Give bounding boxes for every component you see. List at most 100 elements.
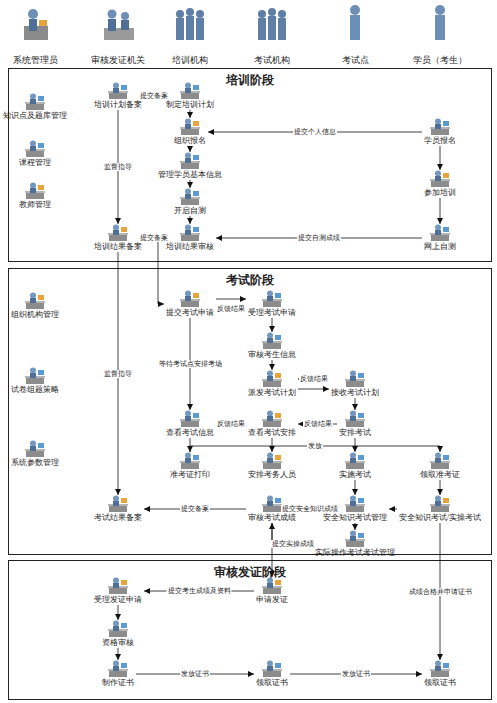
activity-node: 接收考试计划 xyxy=(329,370,381,398)
person-body xyxy=(185,230,191,235)
monitor xyxy=(121,227,127,232)
person-head xyxy=(267,661,273,667)
monitor xyxy=(275,663,281,668)
edge-label: 发放 xyxy=(307,442,323,450)
edge-label: 监督指导 xyxy=(103,163,133,171)
desk xyxy=(431,180,449,187)
person-head xyxy=(435,496,441,502)
desk xyxy=(263,300,281,307)
edge-label: 成绩合格并申请证书 xyxy=(408,588,473,596)
person-body xyxy=(113,626,119,631)
person-body xyxy=(350,416,356,421)
activity-icon xyxy=(107,577,129,595)
person-head xyxy=(113,621,119,627)
activity-node: 提交考试申请 xyxy=(164,290,216,318)
activity-icon xyxy=(261,410,283,428)
person-head xyxy=(185,411,191,417)
activity-icon xyxy=(344,495,366,513)
monitor xyxy=(358,533,364,538)
monitor xyxy=(275,455,281,460)
person-body xyxy=(350,536,356,541)
edge-label: 反馈结果 xyxy=(216,420,246,428)
activity-label: 参加培训 xyxy=(422,188,458,197)
activity-node: 课程管理 xyxy=(17,140,53,168)
activity-node: 领取证书 xyxy=(422,660,458,688)
person-body xyxy=(185,158,191,163)
monitor xyxy=(443,663,449,668)
monitor xyxy=(193,155,199,160)
activity-label: 受理考试申请 xyxy=(246,308,298,317)
desk xyxy=(109,92,127,99)
activity-label: 领取证书 xyxy=(422,678,458,687)
monitor xyxy=(443,455,449,460)
desk xyxy=(263,505,281,512)
person-head xyxy=(267,411,273,417)
activity-label: 培训结果审核 xyxy=(164,242,216,251)
person-head xyxy=(435,119,441,125)
monitor xyxy=(275,293,281,298)
activity-label: 安全知识考试/实操考试 xyxy=(397,513,483,522)
activity-label: 准考证打印 xyxy=(168,470,212,479)
activity-node: 受理考试申请 xyxy=(246,290,298,318)
activity-node: 安排考试 xyxy=(337,410,373,438)
phase-band: 考试阶段组织机构管理试卷组题策略系统参数管理提交考试申请受理考试申请审核考生信息… xyxy=(8,268,492,555)
activity-node: 申请发证 xyxy=(254,577,290,605)
activity-icon xyxy=(24,367,46,385)
monitor xyxy=(358,373,364,378)
flow-connector xyxy=(355,438,356,452)
desk xyxy=(263,587,281,594)
flow-connector xyxy=(190,110,191,118)
activity-label: 开启自测 xyxy=(172,206,208,215)
activity-label: 查看考试安排 xyxy=(246,428,298,437)
person-head xyxy=(30,441,36,447)
monitor xyxy=(443,173,449,178)
activity-node: 组织报名 xyxy=(172,118,208,146)
person-body xyxy=(267,583,273,588)
activity-node: 派发考试计划 xyxy=(246,370,298,398)
desk xyxy=(263,342,281,349)
activity-icon xyxy=(24,292,46,310)
desk xyxy=(263,380,281,387)
activity-node: 学员报名 xyxy=(422,118,458,146)
activity-label: 派发考试计划 xyxy=(246,388,298,397)
person-body xyxy=(30,188,36,193)
person-head xyxy=(30,183,36,189)
person-body xyxy=(185,194,191,199)
activity-icon xyxy=(24,440,46,458)
desk xyxy=(26,377,44,384)
edge-label: 提交备案 xyxy=(180,505,210,513)
person-head xyxy=(30,141,36,147)
monitor xyxy=(275,413,281,418)
person-head xyxy=(185,119,191,125)
monitor xyxy=(38,443,44,448)
phase-title: 考试阶段 xyxy=(9,272,491,289)
person-body xyxy=(30,99,36,104)
person-head xyxy=(113,578,119,584)
exam-org-icon xyxy=(258,8,286,40)
flow-connector xyxy=(355,523,356,530)
desk xyxy=(431,234,449,241)
exam-site-icon xyxy=(350,5,360,40)
person-body xyxy=(185,124,191,129)
monitor xyxy=(358,498,364,503)
desk xyxy=(109,670,127,677)
flow-connector xyxy=(355,480,356,495)
desk xyxy=(109,234,127,241)
activity-label: 领取准考证 xyxy=(418,470,462,479)
person-body xyxy=(113,583,119,588)
desk xyxy=(181,234,199,241)
activity-icon xyxy=(344,530,366,548)
activity-label: 考试结果备案 xyxy=(92,513,144,522)
edge-label: 等待考试点安排考场 xyxy=(158,360,223,368)
flow-connector xyxy=(190,216,191,224)
person-head xyxy=(435,661,441,667)
activity-label: 实施考试 xyxy=(337,470,373,479)
activity-icon xyxy=(179,82,201,100)
activity-icon xyxy=(179,224,201,242)
activity-label: 安排考试 xyxy=(337,428,373,437)
desk xyxy=(26,150,44,157)
monitor xyxy=(443,498,449,503)
monitor xyxy=(38,370,44,375)
person-head xyxy=(185,453,191,459)
